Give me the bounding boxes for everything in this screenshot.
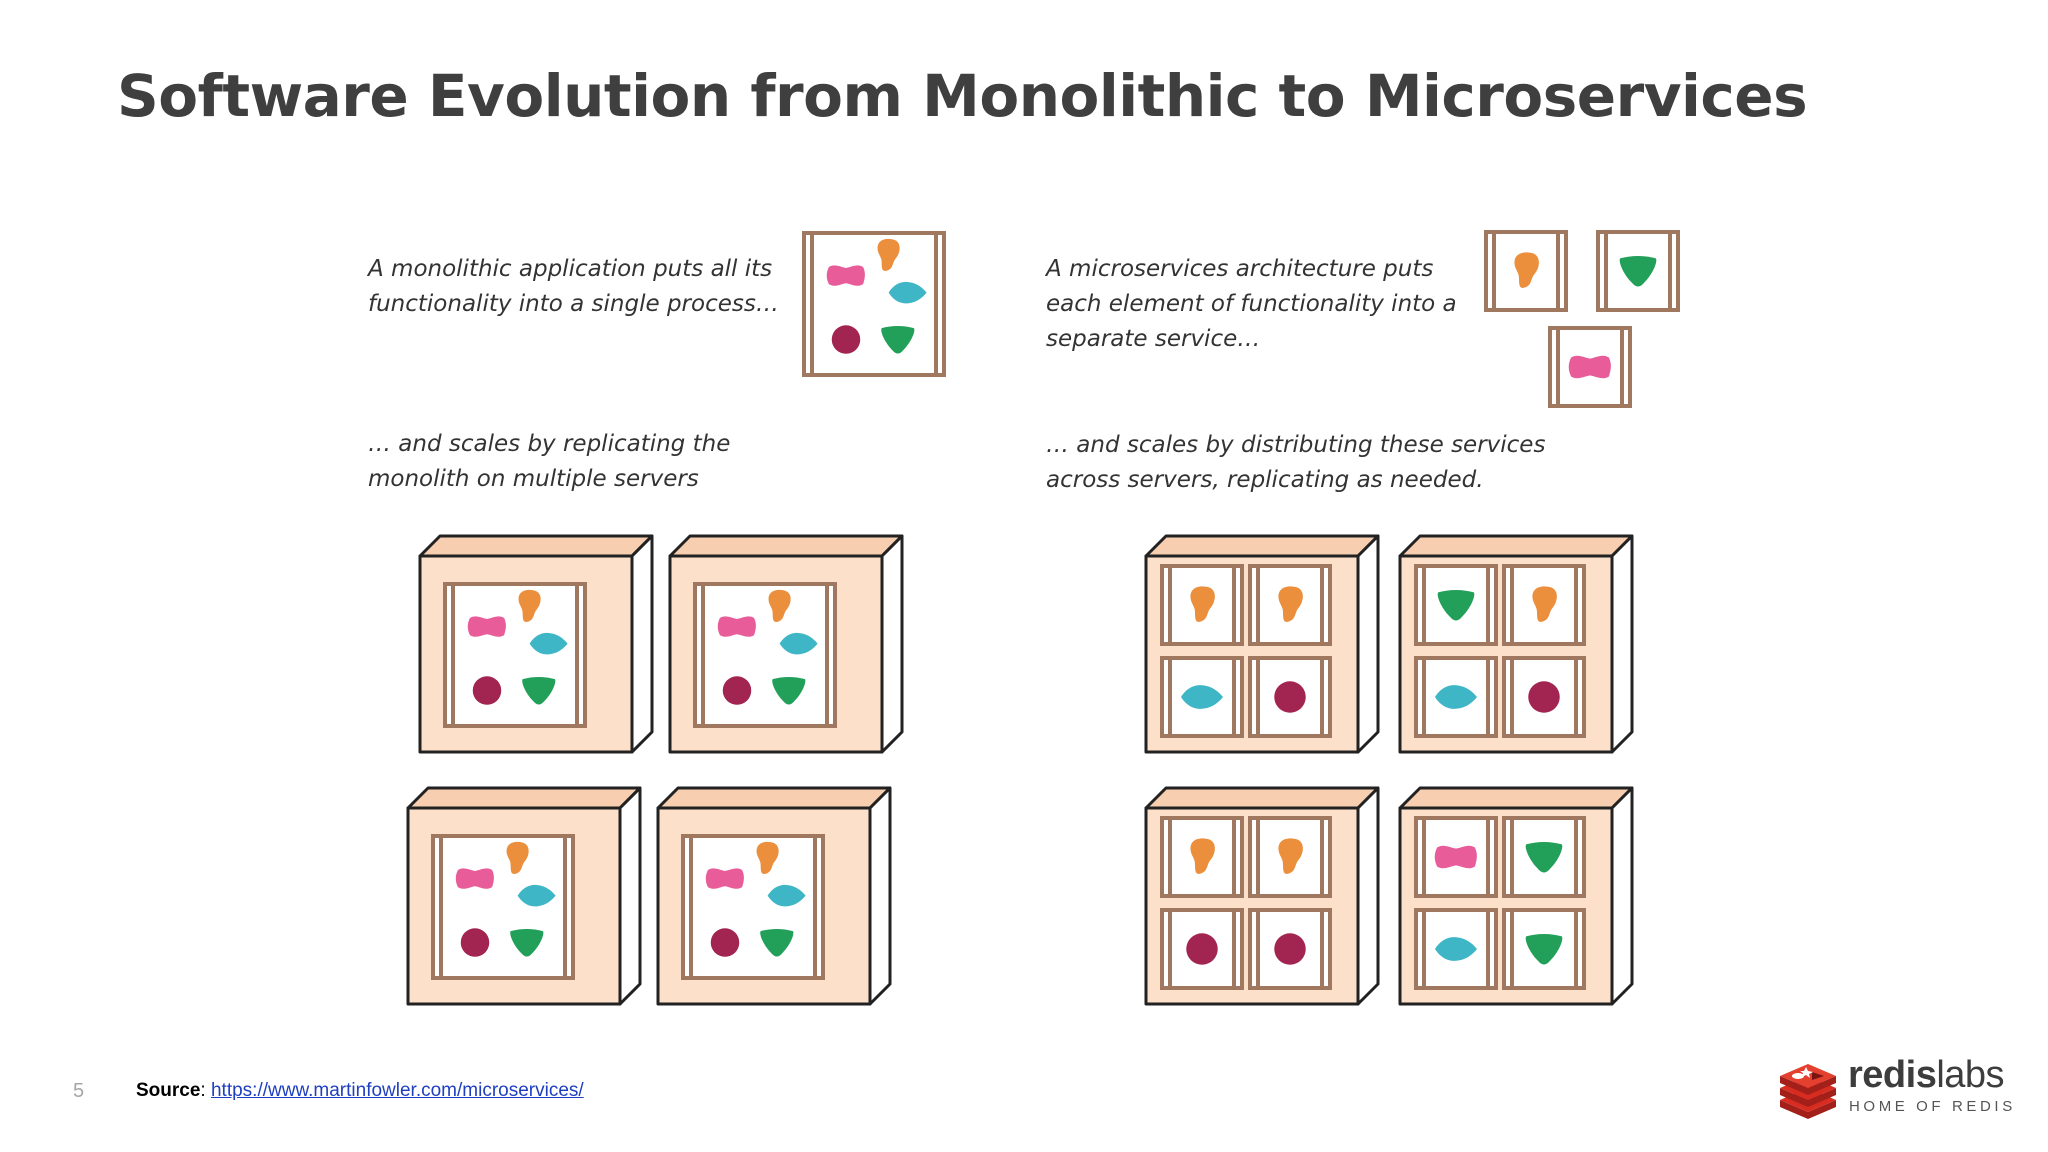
pink-shape-icon — [1434, 845, 1477, 869]
green-shape-icon — [881, 325, 915, 354]
monolith-process-frame — [431, 834, 575, 980]
monolith-process-frame — [681, 834, 825, 980]
monolith-process-frame — [693, 582, 837, 728]
orange-shape-icon — [506, 841, 529, 875]
orange-shape-icon — [768, 589, 791, 623]
maroon-shape-icon — [1274, 681, 1306, 713]
maroon-shape-icon — [460, 928, 490, 957]
source-note: Source: https://www.martinfowler.com/mic… — [136, 1080, 584, 1101]
caption-line: monolith on multiple servers — [368, 466, 699, 492]
orange-shape-icon — [756, 841, 779, 875]
orange-shape-icon — [518, 589, 541, 623]
green-shape-icon — [760, 928, 794, 957]
caption-line: functionality into a single process… — [368, 291, 779, 317]
slide-title: Software Evolution from Monolithic to Mi… — [117, 62, 1808, 130]
maroon-shape-icon — [710, 928, 740, 957]
caption-line: A microservices architecture puts — [1046, 256, 1434, 282]
caption-line: across servers, replicating as needed. — [1046, 467, 1484, 493]
maroon-shape-icon — [1528, 681, 1560, 713]
pink-shape-icon — [826, 265, 865, 286]
logo-tagline: HOME OF REDIS — [1849, 1098, 2016, 1115]
caption-line: separate service… — [1046, 326, 1261, 352]
monolith-caption-1: A monolithic application puts all its fu… — [368, 252, 779, 322]
teal-shape-icon — [517, 884, 556, 907]
monolith-process-frame — [443, 582, 587, 728]
server-box — [656, 786, 892, 1006]
orange-shape-icon — [1190, 838, 1215, 874]
source-link[interactable]: https://www.martinfowler.com/microservic… — [210, 1080, 584, 1101]
source-label: Source — [136, 1080, 201, 1101]
monolith-caption-2: … and scales by replicating the monolith… — [368, 427, 730, 497]
teal-shape-icon — [1435, 937, 1477, 961]
redislabs-logo: redislabs HOME OF REDIS — [1776, 1054, 2012, 1120]
orange-shape-icon — [1278, 838, 1303, 874]
maroon-shape-icon — [722, 676, 752, 705]
orange-shape-icon — [1278, 586, 1303, 622]
maroon-shape-icon — [831, 325, 861, 354]
green-shape-icon — [1437, 590, 1475, 621]
orange-shape-icon — [877, 238, 900, 272]
teal-shape-icon — [779, 632, 818, 655]
pink-shape-icon — [1568, 355, 1611, 379]
orange-shape-icon — [1190, 586, 1215, 622]
orange-shape-icon — [1532, 586, 1557, 622]
teal-shape-icon — [529, 632, 568, 655]
pink-shape-icon — [467, 616, 506, 637]
pink-shape-icon — [717, 616, 756, 637]
green-shape-icon — [510, 928, 544, 957]
monolith-process-frame — [802, 231, 946, 377]
page-number: 5 — [73, 1080, 85, 1102]
teal-shape-icon — [1435, 685, 1477, 709]
server-box — [668, 534, 904, 754]
teal-shape-icon — [888, 281, 927, 304]
caption-line: … and scales by distributing these servi… — [1046, 432, 1546, 458]
caption-line: … and scales by replicating the — [368, 431, 731, 457]
pink-shape-icon — [455, 868, 494, 889]
server-box — [1398, 786, 1634, 1006]
logo-word-light: labs — [1936, 1054, 2005, 1096]
maroon-shape-icon — [1186, 933, 1218, 965]
maroon-shape-icon — [1274, 933, 1306, 965]
server-box — [1398, 534, 1634, 754]
green-shape-icon — [1619, 256, 1657, 287]
server-box — [1144, 786, 1380, 1006]
orange-shape-icon — [1514, 252, 1539, 288]
green-shape-icon — [1525, 842, 1563, 873]
service-frame — [1160, 816, 1244, 898]
server-box — [1144, 534, 1380, 754]
green-shape-icon — [522, 676, 556, 705]
green-shape-icon — [772, 676, 806, 705]
teal-shape-icon — [767, 884, 806, 907]
green-shape-icon — [1525, 934, 1563, 965]
caption-line: A monolithic application puts all its — [368, 256, 773, 282]
microservices-caption-1: A microservices architecture puts each e… — [1046, 252, 1457, 357]
service-frame — [1484, 230, 1568, 312]
caption-line: each element of functionality into a — [1046, 291, 1457, 317]
service-frame — [1502, 656, 1586, 738]
logo-wordmark: redislabs — [1848, 1054, 2005, 1097]
teal-shape-icon — [1181, 685, 1223, 709]
server-box — [418, 534, 654, 754]
service-frame — [1596, 230, 1680, 312]
service-frame — [1548, 326, 1632, 408]
logo-word-bold: redis — [1848, 1054, 1937, 1096]
pink-shape-icon — [705, 868, 744, 889]
redis-cube-icon — [1780, 1064, 1836, 1119]
server-box — [406, 786, 642, 1006]
maroon-shape-icon — [472, 676, 502, 705]
microservices-caption-2: … and scales by distributing these servi… — [1046, 428, 1545, 498]
